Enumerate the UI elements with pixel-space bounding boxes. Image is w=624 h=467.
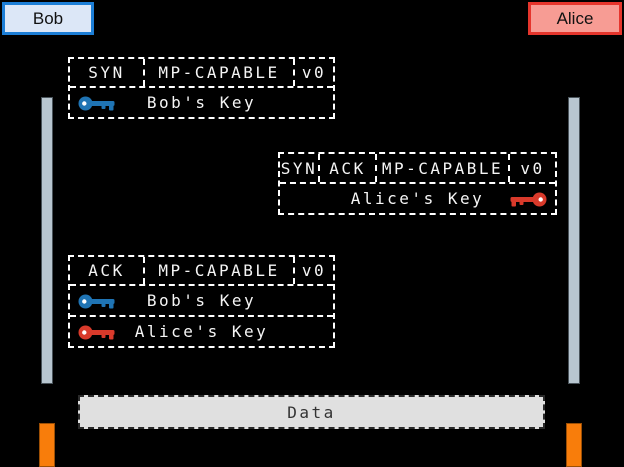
bob-lifeline bbox=[41, 97, 53, 384]
data-exchange-box: Data bbox=[78, 395, 545, 429]
version-v0: v0 bbox=[293, 59, 333, 86]
option-mp-capable: MP-CAPABLE bbox=[143, 257, 293, 284]
bob-subflow-segment bbox=[39, 423, 55, 467]
key-label: Bob's Key bbox=[146, 291, 257, 310]
key-row-bob: Bob's Key bbox=[70, 284, 333, 315]
message-synack-mp-capable: SYN ACK MP-CAPABLE v0 Alice's Key bbox=[278, 152, 557, 215]
key-label: Bob's Key bbox=[146, 93, 257, 112]
key-row-bob: Bob's Key bbox=[70, 86, 333, 117]
red-key-icon bbox=[78, 325, 115, 339]
flag-ack: ACK bbox=[318, 154, 375, 182]
version-v0: v0 bbox=[508, 154, 555, 182]
key-row-alice: Alice's Key bbox=[280, 182, 555, 213]
message-syn-mp-capable: SYN MP-CAPABLE v0 Bob's Key bbox=[68, 57, 335, 119]
flag-syn: SYN bbox=[88, 63, 125, 82]
packet-header: ACK MP-CAPABLE v0 bbox=[70, 257, 333, 284]
version-v0: v0 bbox=[293, 257, 333, 284]
key-label: Alice's Key bbox=[350, 189, 485, 208]
packet-header: SYN MP-CAPABLE v0 bbox=[70, 59, 333, 86]
packet-header: SYN ACK MP-CAPABLE v0 bbox=[280, 154, 555, 182]
red-key-icon bbox=[510, 192, 547, 206]
blue-key-icon bbox=[78, 96, 115, 110]
alice-subflow-segment bbox=[566, 423, 582, 467]
alice-lifeline bbox=[568, 97, 580, 384]
flag-syn: SYN bbox=[280, 158, 318, 178]
actor-box-alice: Alice bbox=[528, 2, 622, 35]
option-mp-capable: MP-CAPABLE bbox=[143, 59, 293, 86]
blue-key-icon bbox=[78, 294, 115, 308]
option-mp-capable: MP-CAPABLE bbox=[375, 154, 508, 182]
key-row-alice: Alice's Key bbox=[70, 315, 333, 346]
actor-box-bob: Bob bbox=[2, 2, 94, 35]
flag-ack: ACK bbox=[88, 261, 125, 280]
message-ack-mp-capable: ACK MP-CAPABLE v0 Bob's Key bbox=[68, 255, 335, 348]
key-label: Alice's Key bbox=[134, 322, 269, 341]
